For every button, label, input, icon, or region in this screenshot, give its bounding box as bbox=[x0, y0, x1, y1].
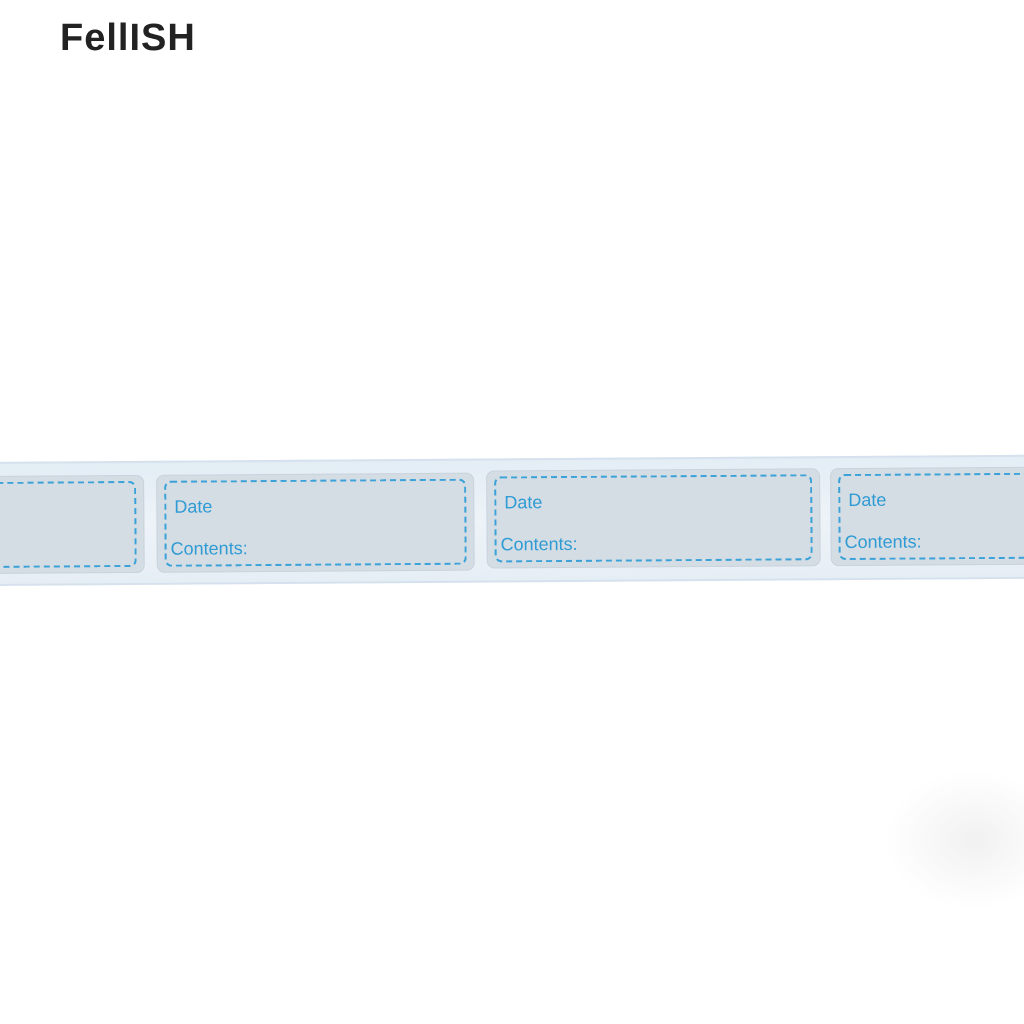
sticker-contents-label: Contents: bbox=[170, 538, 248, 559]
strip-edge-top bbox=[0, 454, 1024, 464]
strip-edge-bottom bbox=[0, 576, 1024, 586]
sticker-date-label: Date bbox=[848, 489, 887, 511]
sticker-dashed-border bbox=[0, 480, 137, 569]
sticker-contents-label: Contents: bbox=[844, 531, 922, 553]
sticker-contents-label: Contents: bbox=[500, 533, 578, 555]
sticker-label-3: Date Contents: bbox=[486, 468, 821, 569]
label-roll-strip: Date Contents: Date Contents: Date Conte… bbox=[0, 454, 1024, 586]
background-gloss bbox=[884, 770, 1024, 910]
sticker-date-label: Date bbox=[504, 492, 543, 513]
sticker-label-2: Date Contents: bbox=[156, 472, 475, 573]
sticker-date-label: Date bbox=[174, 496, 213, 517]
sticker-label-1 bbox=[0, 474, 145, 575]
sticker-label-4: Date Contents: bbox=[830, 466, 1024, 567]
brand-watermark: FellISH bbox=[60, 17, 196, 59]
